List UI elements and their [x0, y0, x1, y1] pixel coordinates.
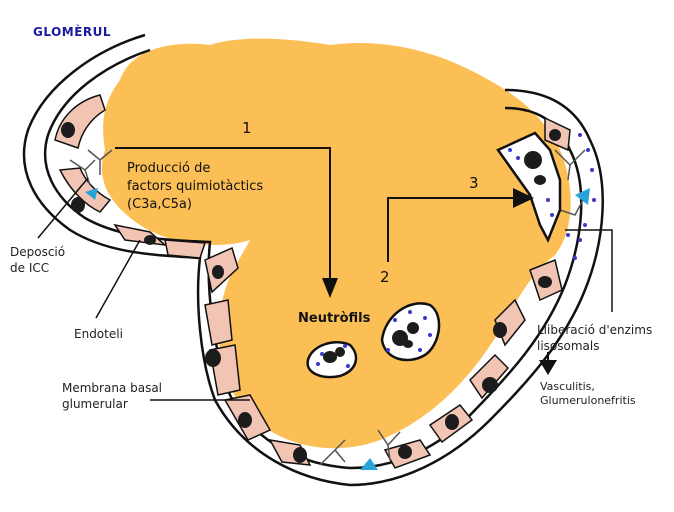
nucleus — [398, 445, 412, 459]
endothelial-cell — [58, 167, 112, 213]
endothelial-cell — [469, 353, 510, 400]
enzymes-label-line-2: lisosomals — [537, 339, 599, 353]
antibody-icon — [554, 149, 586, 181]
capillary-lumen — [101, 38, 571, 449]
icc-label-line-2: de ICC — [10, 261, 49, 275]
arrowhead-right-icon — [513, 188, 534, 208]
arrow-step3 — [387, 197, 515, 262]
nucleus — [538, 276, 552, 288]
nucleus — [445, 414, 459, 430]
complement-icon — [360, 458, 378, 470]
nucleus — [293, 447, 307, 463]
antibody-icon — [69, 159, 96, 186]
enzyme-line — [565, 229, 613, 312]
antibody-icon — [559, 199, 584, 216]
nucleus — [205, 349, 221, 367]
nucleus — [482, 377, 498, 393]
enzymes-label-line-1: Lliberació d'enzims — [537, 323, 652, 337]
neutrophil-cell — [496, 131, 562, 243]
endothelial-cell — [54, 94, 106, 149]
nucleus — [238, 412, 252, 428]
nucleus — [144, 235, 156, 245]
antibody-icon — [319, 439, 346, 466]
antibody-icon — [87, 149, 113, 175]
nucleus — [549, 129, 561, 141]
complement-icon — [575, 188, 590, 205]
nucleus — [212, 265, 224, 279]
neutrophil-small — [306, 341, 358, 379]
icc-label-line-1: Deposció — [10, 245, 65, 259]
nucleus — [534, 175, 546, 185]
nucleus — [71, 197, 85, 213]
neutrophil-large — [380, 302, 441, 362]
cell-nuclei — [61, 122, 561, 463]
nucleus — [524, 151, 542, 169]
chemotactic-line-1: Producció de — [127, 161, 210, 176]
arrow-step1 — [115, 147, 331, 280]
endothelial-cell — [204, 299, 233, 346]
outcome-label-line-1: Vasculitis, — [540, 380, 595, 393]
antibody-icon — [377, 429, 401, 461]
step-1-label: 1 — [242, 119, 252, 137]
outcome-label-line-2: Glumerulonefritis — [540, 394, 636, 407]
neutrophil-wall — [496, 131, 596, 260]
chemotactic-line-2: factors quimiotàctics — [127, 179, 263, 194]
complement-markers — [85, 188, 590, 470]
endothelial-cell — [164, 239, 207, 259]
endothelium-label: Endoteli — [74, 327, 123, 341]
neutrophils-label: Neutròfils — [298, 311, 371, 326]
nucleus — [61, 122, 75, 138]
complement-icon — [85, 188, 98, 200]
arrowhead-down-icon — [322, 278, 338, 298]
nucleus — [493, 322, 507, 338]
immune-complexes — [69, 149, 586, 466]
chemotactic-line-3: (C3a,C5a) — [127, 197, 192, 212]
step-2-label: 2 — [380, 268, 390, 286]
membrane-label-line-2: glumerular — [62, 397, 128, 411]
diagram-title: GLOMÈRUL — [33, 24, 111, 39]
leader-lines — [37, 177, 250, 401]
arrowhead-down-icon — [539, 360, 557, 375]
step-3-label: 3 — [469, 174, 479, 192]
membrane-label-line-1: Membrana basal — [62, 381, 162, 395]
step-arrows — [115, 147, 613, 375]
